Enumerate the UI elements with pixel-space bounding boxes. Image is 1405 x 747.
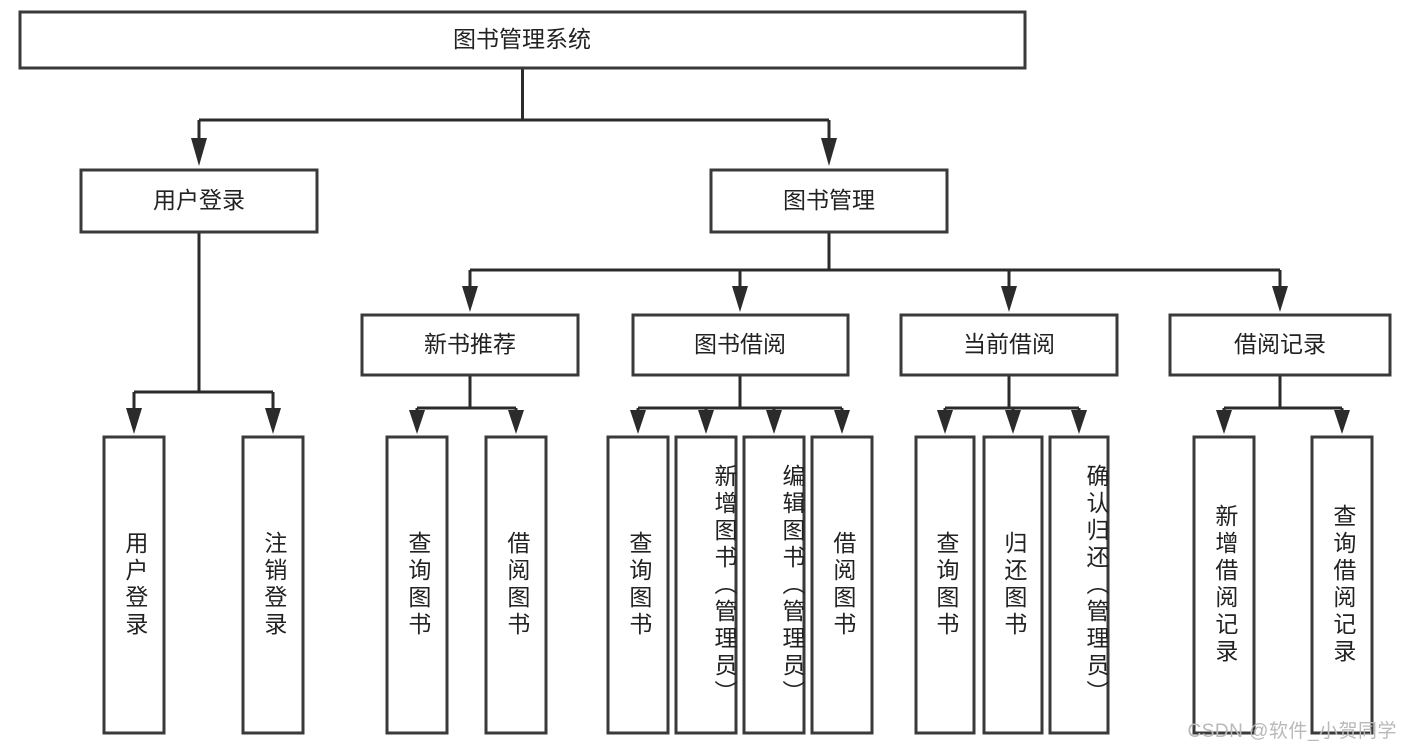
arrow-head-newbooks-leaf1 <box>409 410 425 434</box>
watermark-text: CSDN @软件_小贺同学 <box>1187 721 1397 742</box>
leaf-box-query-book-2[interactable] <box>606 435 670 735</box>
arrow-head-newbooks-leaf2 <box>508 410 524 434</box>
node-label-current-borrow: 当前借阅 <box>963 331 1055 357</box>
arrow-head-borrow-leaf1 <box>630 410 646 434</box>
node-box-new-book-recommend[interactable] <box>360 313 580 377</box>
arrow-head-records-leaf2 <box>1334 410 1350 434</box>
connector-group-records <box>1216 375 1350 434</box>
connector-group-current <box>937 375 1087 434</box>
arrow-head-borrow-leaf3 <box>766 410 782 434</box>
connector-group-new-books <box>409 375 524 434</box>
leaf-box-user-login[interactable] <box>102 435 166 735</box>
arrow-head-current <box>1001 286 1017 312</box>
connector-group-book-mgmt <box>462 232 1288 312</box>
leaf-box-query-book-1[interactable] <box>385 435 449 735</box>
node-box-book-management[interactable] <box>709 168 949 234</box>
node-book-borrow[interactable]: 图书借阅 <box>631 313 850 377</box>
node-new-book-recommend[interactable]: 新书推荐 <box>360 313 580 377</box>
node-label-book-management: 图书管理 <box>783 187 875 213</box>
arrow-head-borrow-leaf4 <box>834 410 850 434</box>
node-label-new-book-recommend: 新书推荐 <box>424 331 516 357</box>
node-label-root: 图书管理系统 <box>453 26 591 52</box>
node-borrow-records[interactable]: 借阅记录 <box>1168 313 1392 377</box>
node-root[interactable]: 图书管理系统 <box>18 10 1027 70</box>
node-box-current-borrow[interactable] <box>899 313 1119 377</box>
connector-group-borrow <box>630 375 850 434</box>
leaf-box-borrow-book-2[interactable] <box>810 435 874 735</box>
leaf-box-add-borrow-record[interactable] <box>1192 435 1256 735</box>
arrow-head-current-leaf1 <box>937 410 953 434</box>
arrow-head-current-leaf3 <box>1071 410 1087 434</box>
connector-group-root <box>191 68 837 166</box>
arrow-head-borrow-leaf2 <box>698 410 714 434</box>
node-box-book-borrow[interactable] <box>631 313 850 377</box>
leaf-box-add-book-admin[interactable] <box>674 435 738 735</box>
node-current-borrow[interactable]: 当前借阅 <box>899 313 1119 377</box>
leaf-box-query-book-3[interactable] <box>914 435 976 735</box>
node-box-borrow-records[interactable] <box>1168 313 1392 377</box>
leaf-box-borrow-book-1[interactable] <box>484 435 548 735</box>
node-box-root[interactable] <box>18 10 1027 70</box>
leaf-box-logout[interactable] <box>241 435 305 735</box>
arrow-head-user-login <box>191 138 207 166</box>
leaf-box-confirm-return-admin[interactable] <box>1048 435 1110 735</box>
arrow-head-records <box>1272 286 1288 312</box>
node-label-borrow-records: 借阅记录 <box>1234 331 1326 357</box>
arrow-head-borrow <box>732 286 748 312</box>
leaf-box-edit-book-admin[interactable] <box>742 435 806 735</box>
node-book-management[interactable]: 图书管理 <box>709 168 949 234</box>
arrow-head-leaf-logout <box>265 408 281 434</box>
leaf-boxes <box>102 435 1374 735</box>
node-label-book-borrow: 图书借阅 <box>694 331 786 357</box>
leaf-box-query-borrow-record[interactable] <box>1310 435 1374 735</box>
node-box-user-login[interactable] <box>79 168 319 234</box>
node-label-user-login: 用户登录 <box>153 187 245 213</box>
leaf-box-return-book[interactable] <box>982 435 1044 735</box>
arrow-head-new-books <box>462 286 478 312</box>
arrow-head-current-leaf2 <box>1005 410 1021 434</box>
node-user-login[interactable]: 用户登录 <box>79 168 319 234</box>
connector-group-user-login <box>126 232 281 434</box>
arrow-head-book-mgmt <box>821 138 837 166</box>
arrow-head-leaf-user-login <box>126 408 142 434</box>
arrow-head-records-leaf1 <box>1216 410 1232 434</box>
